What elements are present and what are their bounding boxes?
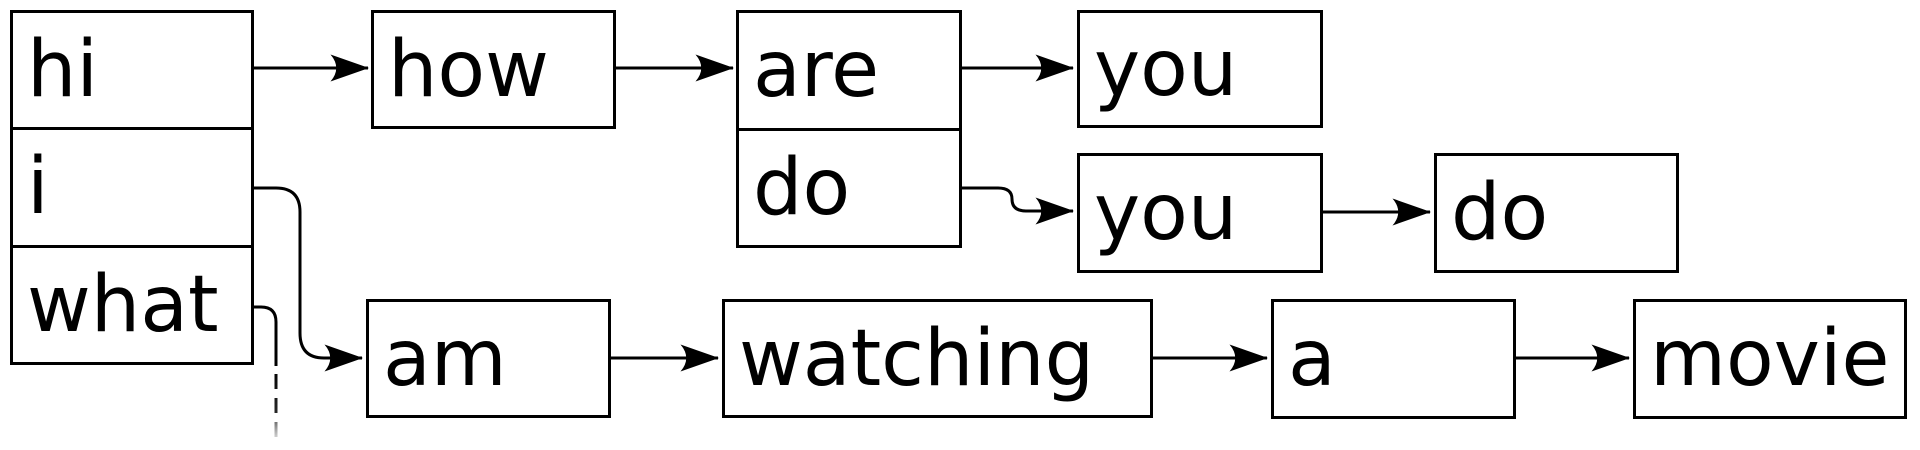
node-i-label: i bbox=[27, 142, 49, 233]
node-how-label: how bbox=[388, 24, 549, 115]
edge-what-truncated-solid bbox=[254, 305, 278, 366]
node-do1-label: do bbox=[753, 142, 851, 233]
node-am: am bbox=[366, 299, 611, 418]
node-a: a bbox=[1271, 299, 1516, 419]
node-stack-start: hi i what bbox=[10, 10, 254, 365]
node-how: how bbox=[371, 10, 616, 129]
node-what: what bbox=[13, 244, 251, 362]
node-watching-label: watching bbox=[739, 313, 1095, 404]
node-do2: do bbox=[1434, 153, 1679, 273]
edge-do1-you2 bbox=[962, 186, 1074, 225]
node-you2-label: you bbox=[1094, 168, 1238, 258]
node-am-label: am bbox=[383, 313, 507, 404]
node-you1-label: you bbox=[1094, 24, 1238, 114]
edge-i-am bbox=[254, 186, 363, 372]
node-hi: hi bbox=[13, 13, 251, 127]
node-i: i bbox=[13, 127, 251, 244]
node-watching: watching bbox=[722, 299, 1153, 418]
node-stack-are-do: are do bbox=[736, 10, 962, 248]
node-you1: you bbox=[1077, 10, 1323, 128]
node-are-label: are bbox=[753, 25, 880, 116]
node-a-label: a bbox=[1288, 314, 1336, 404]
node-do1: do bbox=[739, 127, 959, 246]
node-movie-label: movie bbox=[1650, 314, 1890, 404]
node-you2: you bbox=[1077, 153, 1323, 273]
node-what-label: what bbox=[27, 259, 219, 350]
node-movie: movie bbox=[1633, 299, 1907, 419]
node-are: are bbox=[739, 13, 959, 128]
node-hi-label: hi bbox=[27, 25, 99, 116]
node-do2-label: do bbox=[1451, 168, 1549, 258]
